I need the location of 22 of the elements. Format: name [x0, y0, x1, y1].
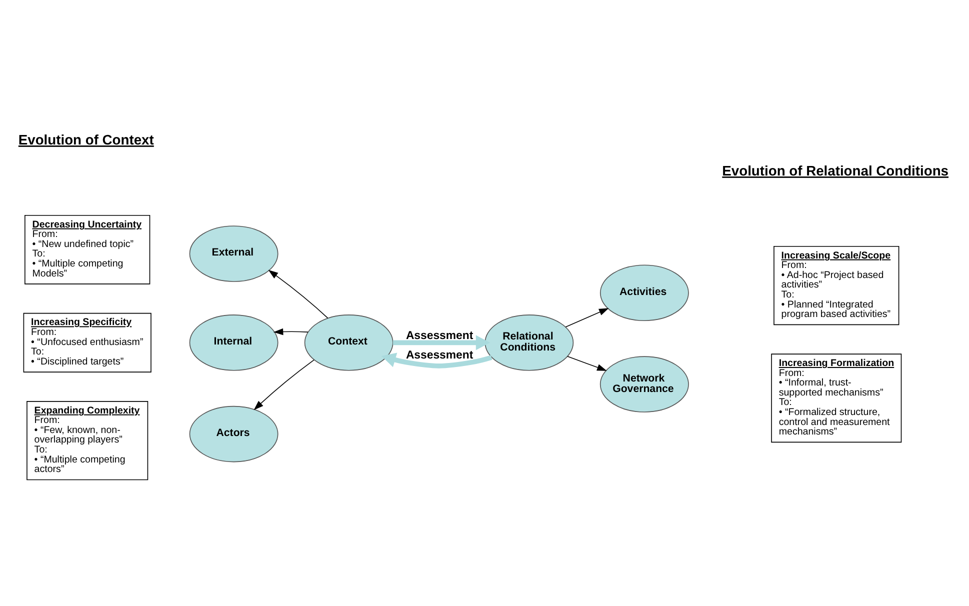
node-box: Increasing Formalization From: • “Informal, trust-supported mechanisms” To: • “Formalized structure, control and measurement mechanisms”: [771, 353, 902, 442]
node-ellipse: Context: [304, 314, 394, 370]
node-ellipse: Relational Conditions: [484, 314, 574, 370]
label: Evolution of Context: [18, 130, 154, 147]
arrow: [268, 269, 328, 318]
node-ellipse: Internal: [189, 314, 278, 370]
node-box: Expanding Complexity From: • “Few, known, non-overlapping players” To: • “Multiple competing actors”: [26, 400, 148, 480]
arrow: [565, 308, 609, 327]
node-box: Increasing Specificity From: • “Unfocused enthusiasm” To: • “Disciplined targets”: [23, 312, 152, 372]
arrow: [567, 356, 607, 370]
node-ellipse: Network Governance: [600, 356, 689, 412]
arrow: [254, 358, 314, 410]
arrow: [392, 334, 490, 350]
node-box: Increasing Scale/Scope From: • Ad-hoc “Project based activities” To: • Planned “Integrated program based activities”: [774, 245, 900, 325]
arrow: [273, 328, 308, 335]
node-ellipse: Actors: [189, 405, 278, 462]
arrow: [381, 352, 492, 368]
edge-label: Assessment: [406, 329, 474, 342]
node-box: Decreasing Uncertainty From: • “New undefined topic” To: • “Multiple competing Models”: [24, 214, 150, 284]
node-ellipse: Activities: [600, 264, 689, 321]
edge-label: Assessment: [406, 348, 474, 361]
label: Evolution of Relational Conditions: [722, 162, 949, 178]
